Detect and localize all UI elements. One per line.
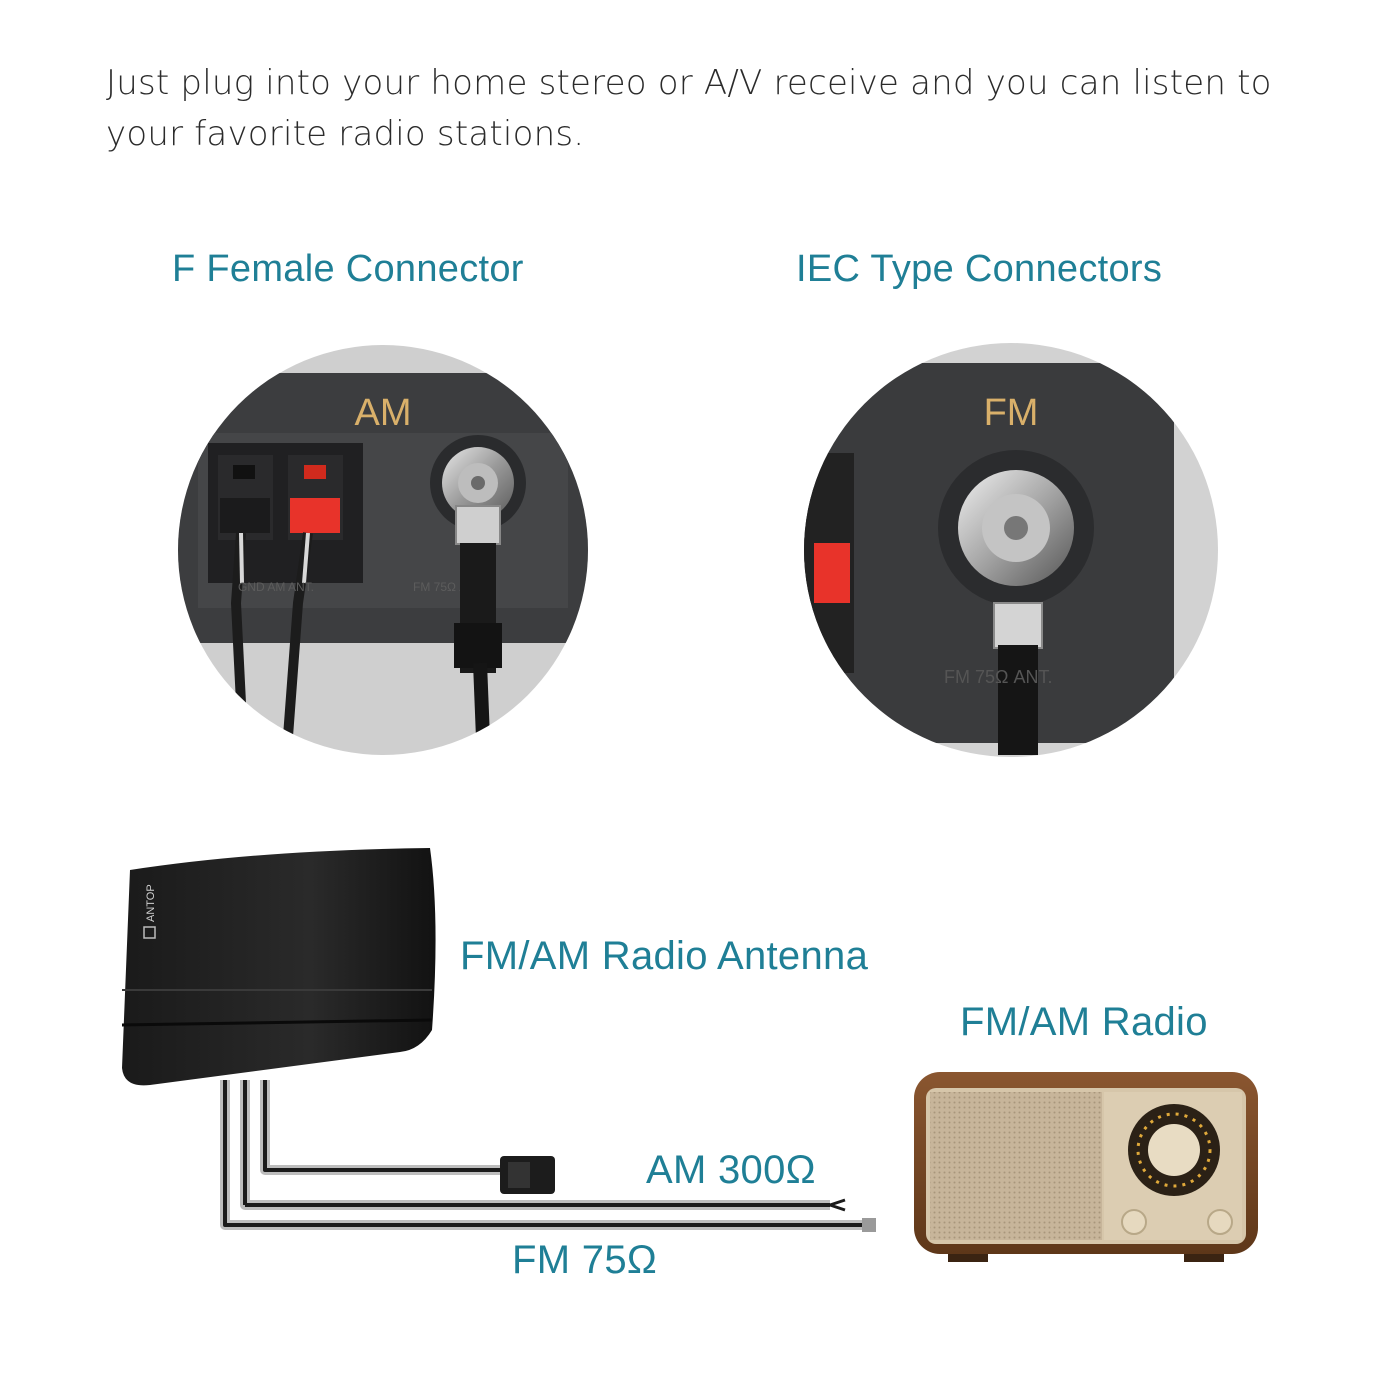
iec-connectors-heading: IEC Type Connectors bbox=[796, 248, 1163, 290]
antenna-and-cables: ANTOP bbox=[121, 848, 876, 1232]
iec-connector-photo: FM 75Ω ANT. FM bbox=[804, 343, 1218, 757]
radio-speaker-grille bbox=[930, 1092, 1102, 1240]
f-female-connector-photo: GND AM ANT. FM 75Ω ANT. AM bbox=[178, 345, 588, 755]
red-clip bbox=[290, 498, 340, 533]
radio-label: FM/AM Radio bbox=[960, 1000, 1208, 1044]
black-clip bbox=[220, 498, 270, 533]
intro-line-1: Just plug into your home stereo or A/V r… bbox=[106, 63, 1272, 103]
volume-knob bbox=[1207, 1209, 1233, 1235]
am-panel-label: AM bbox=[355, 392, 412, 434]
antop-logo: ANTOP bbox=[143, 884, 157, 939]
fm-panel-label: FM bbox=[984, 392, 1039, 434]
antenna-body bbox=[122, 848, 436, 1086]
fm-am-radio-illustration bbox=[914, 1072, 1258, 1262]
fm-cable-label: FM 75Ω bbox=[512, 1238, 658, 1282]
svg-text:ANTOP: ANTOP bbox=[145, 884, 157, 922]
svg-text:GND AM ANT.: GND AM ANT. bbox=[238, 580, 314, 594]
tune-knob bbox=[1148, 1124, 1200, 1176]
svg-text:FM 75Ω ANT.: FM 75Ω ANT. bbox=[944, 667, 1052, 687]
f-plug-icon bbox=[862, 1218, 876, 1232]
intro-line-2: your favorite radio stations. bbox=[106, 114, 585, 154]
antenna-label: FM/AM Radio Antenna bbox=[460, 934, 869, 978]
f-female-connector-heading: F Female Connector bbox=[172, 248, 524, 290]
am-cable-label: AM 300Ω bbox=[646, 1148, 816, 1192]
intro-text: Just plug into your home stereo or A/V r… bbox=[106, 58, 1286, 160]
power-knob bbox=[1121, 1209, 1147, 1235]
